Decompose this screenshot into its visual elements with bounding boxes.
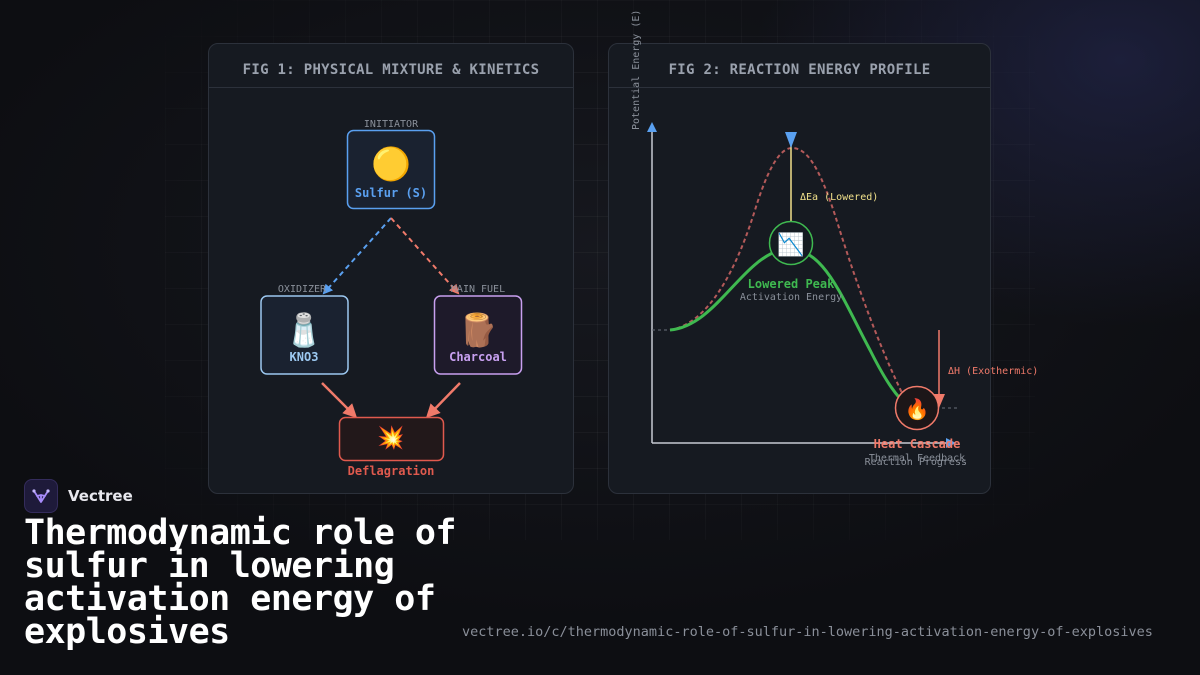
vectree-logo-icon <box>24 479 58 513</box>
sulfur-icon: 🟡 <box>371 145 411 183</box>
kno3-to-deflagration-arrow <box>321 382 358 419</box>
explosion-icon: 💥 <box>377 425 404 451</box>
chart-decreasing-icon: 📉 <box>777 232 804 258</box>
fig2-title: FIG 2: REACTION ENERGY PROFILE <box>609 44 990 88</box>
product-marker <box>894 385 940 431</box>
deflagration-label: Deflagration <box>348 464 435 478</box>
charcoal-to-deflagration-arrow <box>425 382 461 419</box>
brand[interactable]: Vectree <box>24 479 133 513</box>
product-label: Heat Cascade <box>874 437 961 451</box>
fire-icon: 🔥 <box>905 397 930 421</box>
peak-sublabel: Activation Energy <box>740 292 842 303</box>
sulfur-to-charcoal-arrow <box>390 217 460 295</box>
oxidizer-tag: OXIDIZER <box>278 284 327 295</box>
kno3-label: KNO3 <box>290 350 319 364</box>
original-energy-curve <box>669 146 909 406</box>
y-axis-label: Potential Energy (E) <box>631 10 642 130</box>
fuel-tag: MAIN FUEL <box>451 284 505 295</box>
charcoal-node <box>433 295 523 375</box>
x-axis-label: Reaction Progress <box>865 457 967 468</box>
sulfur-label: Sulfur (S) <box>355 186 427 200</box>
peak-marker <box>768 220 814 266</box>
delta-ea-arrowhead <box>785 132 797 148</box>
delta-ea-label: ΔEa (Lowered) <box>800 192 878 203</box>
charcoal-label: Charcoal <box>449 350 507 364</box>
lowered-energy-curve <box>669 247 911 410</box>
headline: Thermodynamic role of sulfur in lowering… <box>24 513 457 652</box>
wood-log-icon: 🪵 <box>458 311 498 349</box>
fig1-title: FIG 1: PHYSICAL MIXTURE & KINETICS <box>209 44 573 88</box>
delta-h-label: ΔH (Exothermic) <box>948 366 1038 377</box>
deflagration-node <box>338 416 445 462</box>
salt-shaker-icon: 🧂 <box>284 311 324 349</box>
product-sublabel: Thermal Feedback <box>869 453 965 464</box>
brand-name: Vectree <box>68 487 133 505</box>
source-url[interactable]: vectree.io/c/thermodynamic-role-of-sulfu… <box>462 624 1153 640</box>
sulfur-to-kno3-arrow <box>322 217 392 295</box>
sulfur-node <box>346 129 436 210</box>
initiator-tag: INITIATOR <box>364 119 419 130</box>
peak-label: Lowered Peak <box>748 277 835 291</box>
kno3-node <box>260 295 349 375</box>
